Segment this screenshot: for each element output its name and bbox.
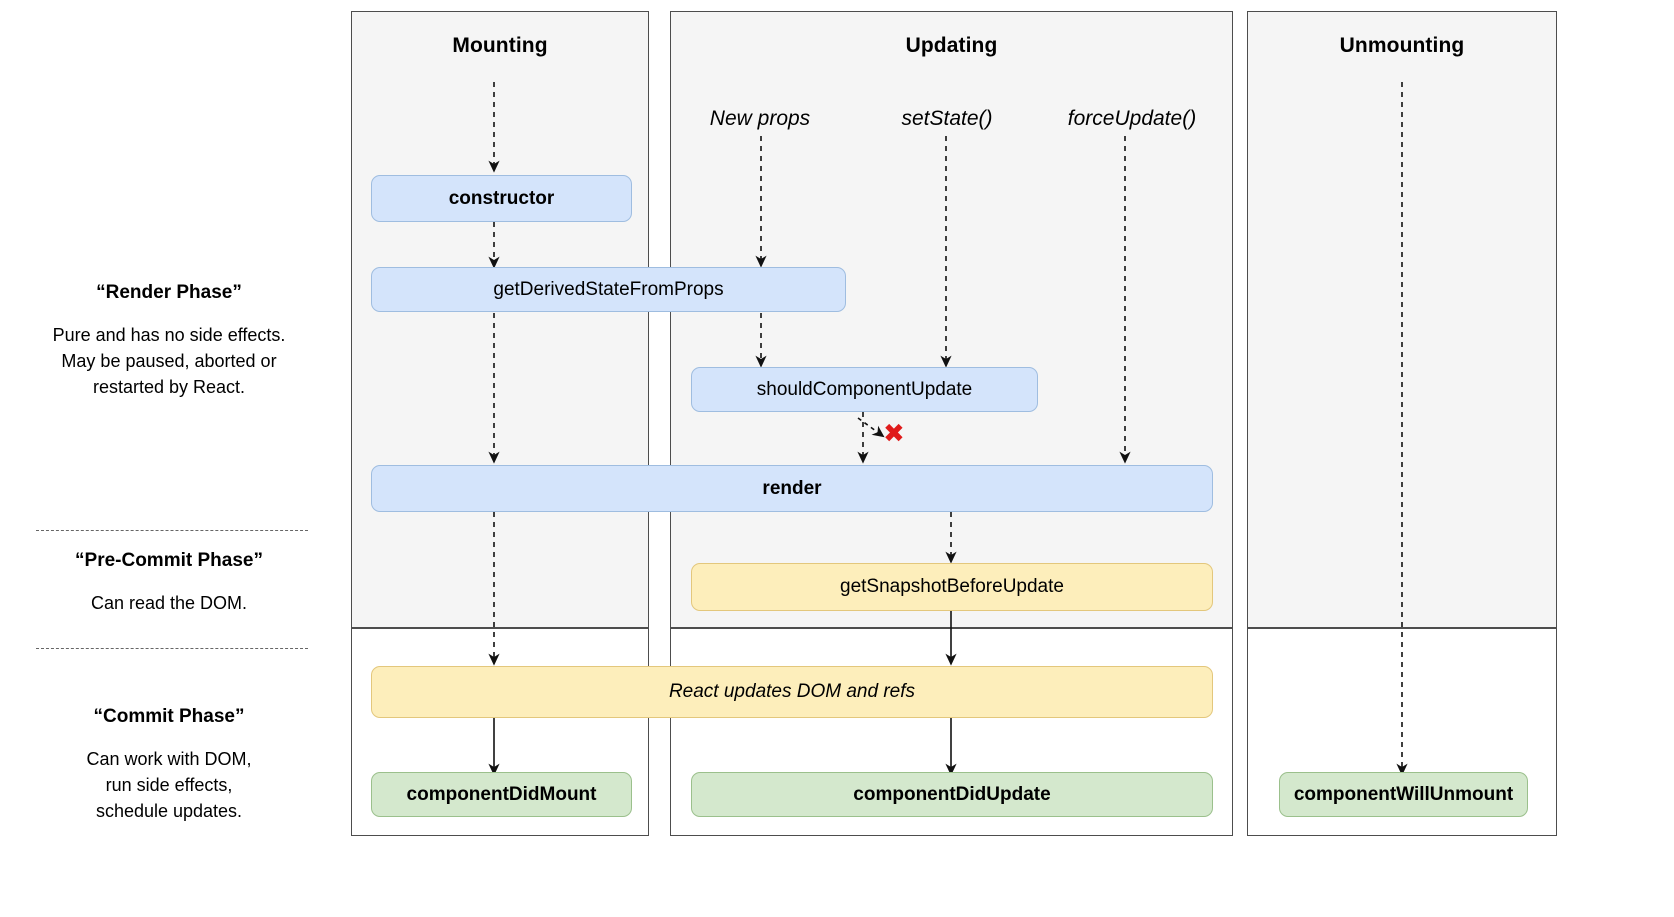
phase-desc-line: May be paused, aborted or	[61, 351, 277, 371]
phase-description-commit-phase: Can work with DOM, run side effects, sch…	[14, 746, 324, 824]
phase-desc-line: schedule updates.	[95, 801, 243, 821]
phase-legend-pre-commit-phase: “Pre-Commit Phase” Can read the DOM.	[14, 550, 324, 616]
trigger-label-new-props: New props	[709, 107, 811, 130]
lifecycle-box-component-will-unmount[interactable]: componentWillUnmount	[1279, 772, 1528, 817]
skip-render-x-icon: ✖	[883, 419, 905, 449]
lifecycle-box-get-derived-state-from-props[interactable]: getDerivedStateFromProps	[371, 267, 846, 312]
phase-desc-line: Can read the DOM.	[90, 593, 248, 613]
trigger-label-force-update: forceUpdate()	[1067, 107, 1197, 130]
phase-title-render-phase: “Render Phase”	[96, 282, 242, 303]
column-mounting-render-phase	[351, 11, 649, 628]
phase-legend-commit-phase: “Commit Phase” Can work with DOM, run si…	[14, 706, 324, 824]
column-title-updating: Updating	[905, 34, 998, 57]
phase-description-render-phase: Pure and has no side effects. May be pau…	[14, 322, 324, 400]
phase-legend-render-phase: “Render Phase” Pure and has no side effe…	[14, 282, 324, 400]
column-updating-render-phase	[670, 11, 1233, 628]
lifecycle-box-component-did-update[interactable]: componentDidUpdate	[691, 772, 1213, 817]
phase-desc-line: restarted by React.	[92, 377, 246, 397]
phase-desc-line: Can work with DOM,	[86, 749, 252, 769]
trigger-label-set-state: setState()	[901, 107, 993, 130]
phase-desc-line: run side effects,	[105, 775, 233, 795]
lifecycle-box-render[interactable]: render	[371, 465, 1213, 512]
column-unmounting-render-phase	[1247, 11, 1557, 628]
lifecycle-box-constructor[interactable]: constructor	[371, 175, 632, 222]
phase-title-commit-phase: “Commit Phase”	[93, 706, 245, 727]
column-title-unmounting: Unmounting	[1339, 34, 1465, 57]
phase-description-pre-commit-phase: Can read the DOM.	[14, 590, 324, 616]
column-title-mounting: Mounting	[452, 34, 548, 57]
phase-divider-bottom	[36, 648, 308, 649]
lifecycle-box-react-updates-dom-and-refs[interactable]: React updates DOM and refs	[371, 666, 1213, 718]
lifecycle-box-get-snapshot-before-update[interactable]: getSnapshotBeforeUpdate	[691, 563, 1213, 611]
lifecycle-box-component-did-mount[interactable]: componentDidMount	[371, 772, 632, 817]
phase-title-pre-commit-phase: “Pre-Commit Phase”	[75, 550, 263, 571]
phase-desc-line: Pure and has no side effects.	[52, 325, 286, 345]
phase-divider-top	[36, 530, 308, 531]
lifecycle-box-should-component-update[interactable]: shouldComponentUpdate	[691, 367, 1038, 412]
